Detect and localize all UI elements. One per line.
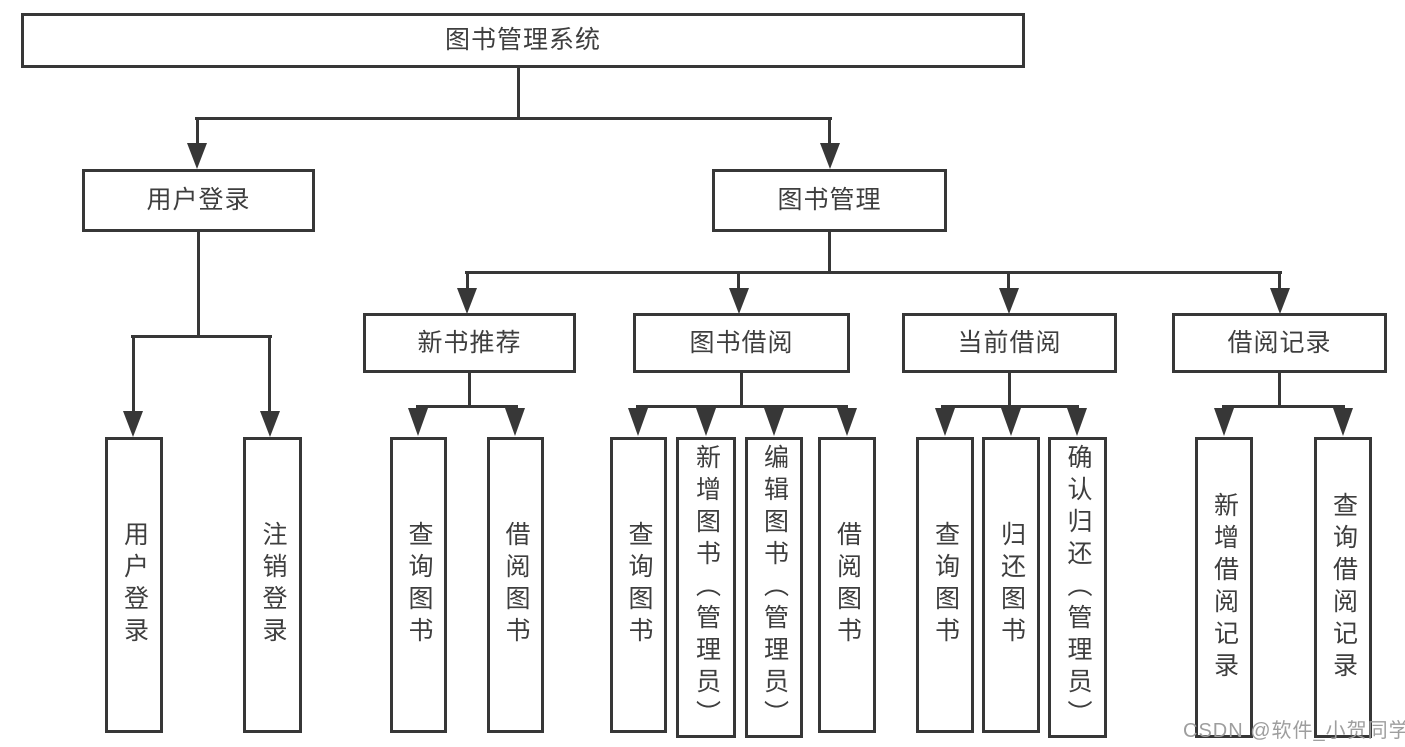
arrow-down-icon (1270, 288, 1290, 314)
arrow-down-icon (1067, 408, 1087, 436)
connector-book-management-stem (828, 232, 831, 274)
arrow-down-icon (260, 411, 280, 437)
arrow-down-icon (187, 143, 207, 169)
leaf-add-borrow-record-label: 新增借阅记录 (1210, 491, 1239, 684)
arrow-down-icon (729, 288, 749, 314)
arrow-down-icon (505, 408, 525, 436)
leaf-add-borrow-record: 新增借阅记录 (1195, 437, 1253, 738)
leaf-query-book-recommend: 查询图书 (390, 437, 447, 733)
connector-user-login-rail (131, 335, 272, 338)
leaf-query-borrow-record-label: 查询借阅记录 (1329, 491, 1358, 684)
node-new-book-recommend: 新书推荐 (363, 313, 576, 373)
connector-root-rail (195, 117, 832, 120)
arrow-down-icon (837, 408, 857, 436)
node-borrow-record-label: 借阅记录 (1227, 328, 1332, 357)
leaf-add-book-admin: 新增图书（管理员） (676, 437, 736, 738)
arrow-down-icon (935, 408, 955, 436)
leaf-borrow-book: 借阅图书 (818, 437, 876, 733)
connector-recommend-rail (416, 405, 518, 408)
leaf-user-login: 用户登录 (105, 437, 163, 733)
leaf-add-book-admin-label: 新增图书（管理员） (692, 443, 721, 732)
node-root-label: 图书管理系统 (444, 26, 601, 54)
leaf-return-book: 归还图书 (982, 437, 1040, 733)
node-user-login-label: 用户登录 (146, 186, 251, 214)
arrow-down-icon (628, 408, 648, 436)
connector-to-user-login (196, 117, 199, 147)
connector-to-leaf (268, 335, 271, 413)
leaf-query-book-borrow: 查询图书 (610, 437, 667, 733)
node-user-login: 用户登录 (82, 169, 315, 232)
arrow-down-icon (123, 411, 143, 437)
connector-book-management-rail (465, 271, 1282, 274)
leaf-edit-book-admin: 编辑图书（管理员） (745, 437, 803, 738)
leaf-confirm-return-admin-label: 确认归还（管理员） (1064, 443, 1092, 732)
connector-book-borrow-stem (740, 373, 743, 408)
leaf-borrow-book-recommend: 借阅图书 (487, 437, 544, 733)
connector-borrow-record-rail (1222, 405, 1345, 408)
leaf-borrow-book-recommend-label: 借阅图书 (502, 521, 530, 649)
node-book-borrow-label: 图书借阅 (689, 328, 794, 357)
leaf-logout: 注销登录 (243, 437, 302, 733)
connector-to-leaf (132, 335, 135, 413)
leaf-edit-book-admin-label: 编辑图书（管理员） (760, 443, 789, 732)
leaf-confirm-return-admin: 确认归还（管理员） (1048, 437, 1107, 738)
leaf-user-login-label: 用户登录 (120, 521, 149, 649)
connector-user-login-stem (197, 232, 200, 338)
node-current-borrow-label: 当前借阅 (957, 328, 1062, 357)
leaf-query-borrow-record: 查询借阅记录 (1314, 437, 1372, 738)
node-root-system: 图书管理系统 (21, 13, 1025, 68)
node-new-book-recommend-label: 新书推荐 (417, 328, 522, 357)
arrow-down-icon (999, 288, 1019, 314)
node-book-management: 图书管理 (712, 169, 947, 232)
arrow-down-icon (1214, 408, 1234, 436)
leaf-query-current-borrow-label: 查询图书 (931, 521, 960, 649)
arrow-down-icon (764, 408, 784, 436)
arrow-down-icon (696, 408, 716, 436)
leaf-query-book-recommend-label: 查询图书 (405, 521, 433, 649)
connector-book-borrow-rail (636, 405, 848, 408)
connector-to-book-management (828, 117, 831, 147)
connector-to-book-borrow (737, 271, 740, 291)
arrow-down-icon (1333, 408, 1353, 436)
connector-borrow-record-stem (1278, 373, 1281, 408)
arrow-down-icon (1001, 408, 1021, 436)
leaf-logout-label: 注销登录 (259, 521, 287, 649)
node-current-borrow: 当前借阅 (902, 313, 1117, 373)
arrow-down-icon (457, 288, 477, 314)
leaf-query-current-borrow: 查询图书 (916, 437, 974, 733)
connector-current-borrow-rail (941, 405, 1079, 408)
connector-to-recommend (466, 271, 469, 291)
connector-to-borrow-record (1278, 271, 1281, 291)
arrow-down-icon (408, 408, 428, 436)
leaf-return-book-label: 归还图书 (997, 521, 1026, 649)
node-book-management-label: 图书管理 (777, 186, 882, 214)
connector-to-current-borrow (1007, 271, 1010, 291)
connector-root-stem (517, 68, 520, 120)
connector-current-borrow-stem (1008, 373, 1011, 408)
connector-recommend-stem (468, 373, 471, 408)
arrow-down-icon (820, 143, 840, 169)
node-book-borrow: 图书借阅 (633, 313, 850, 373)
node-borrow-record: 借阅记录 (1172, 313, 1387, 373)
leaf-query-book-borrow-label: 查询图书 (625, 521, 653, 649)
csdn-watermark: CSDN @软件_小贺同学 (1183, 720, 1405, 742)
leaf-borrow-book-label: 借阅图书 (833, 521, 862, 649)
